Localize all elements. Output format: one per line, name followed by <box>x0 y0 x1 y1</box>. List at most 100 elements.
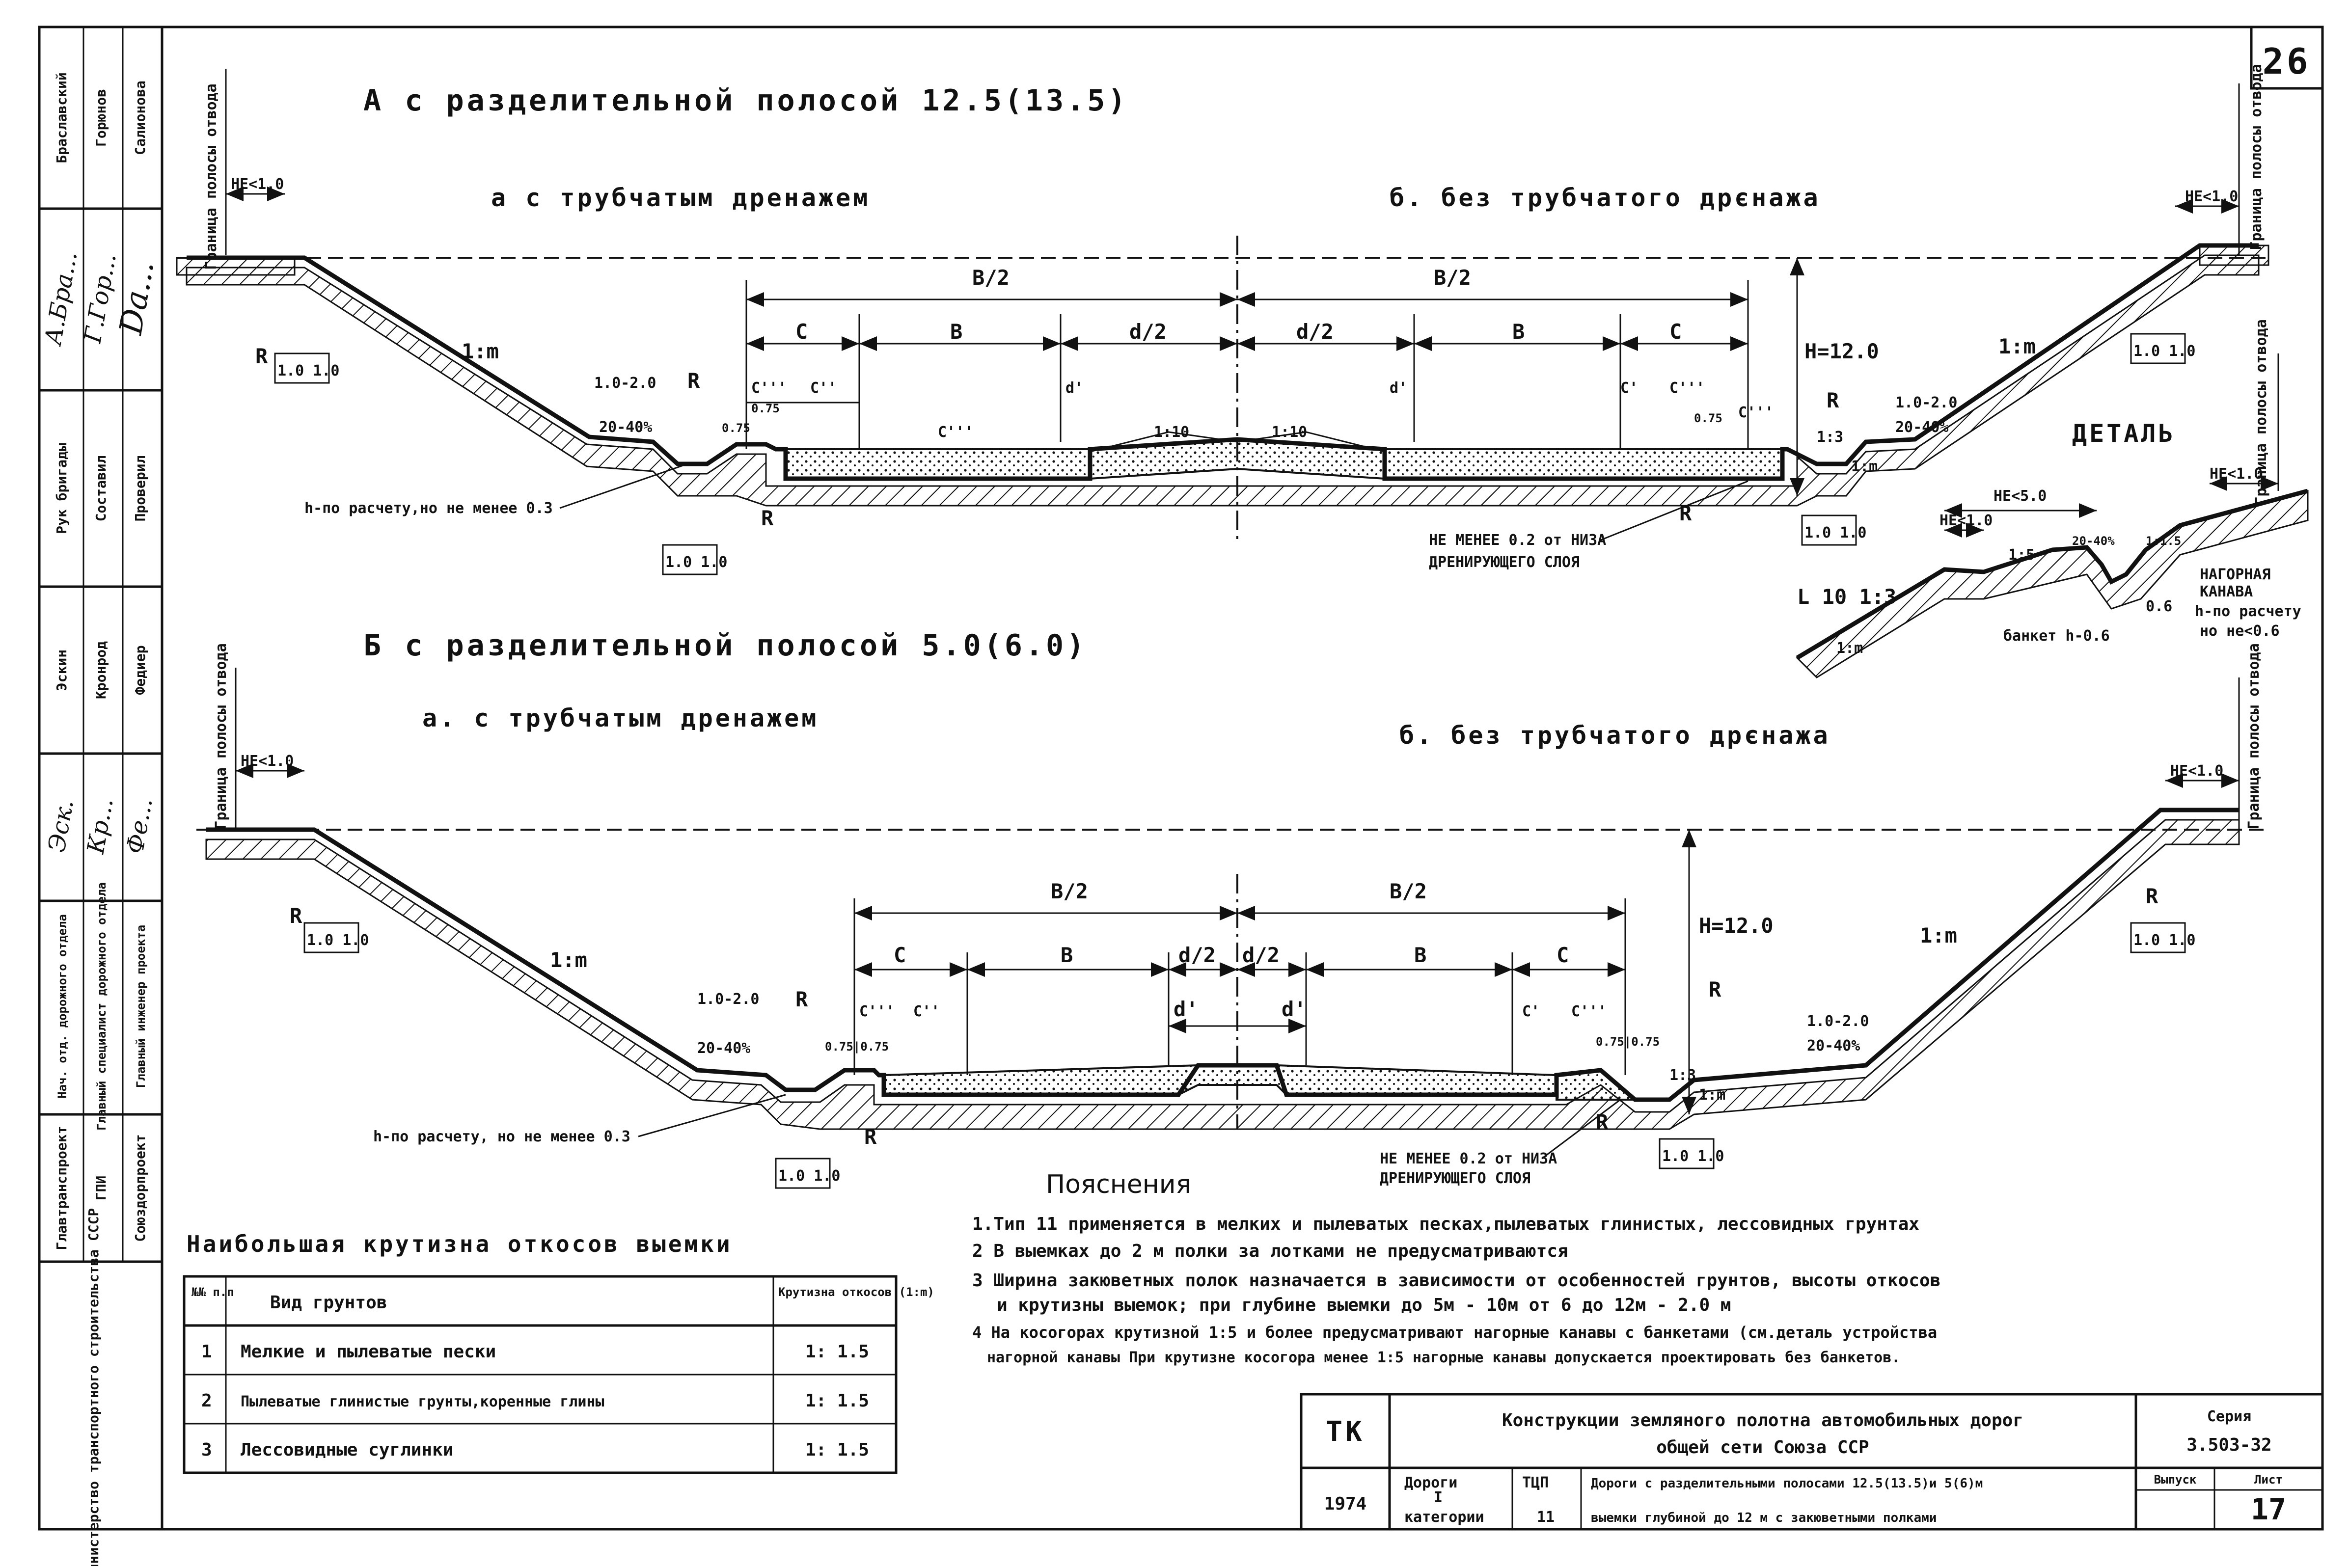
b-boundary-left: Граница полосы отвода <box>213 643 230 829</box>
b-r-top-right: R <box>2146 884 2158 908</box>
detail-im: 1:m <box>1836 640 1863 657</box>
a-pct-right: 20-40% <box>1895 419 1948 436</box>
b-r-bottom: R <box>864 1125 877 1149</box>
b-sub-c3-left: С''' <box>859 1003 895 1020</box>
a-road-slope-left: 1:10 <box>1154 424 1189 441</box>
a-pct-left: 20-40% <box>599 419 652 436</box>
a-r-bottom-right: R <box>1679 501 1692 525</box>
tb-sheet-label: Лист <box>2254 1473 2283 1487</box>
stamp-org-3: Союздорпроект <box>132 1134 148 1242</box>
tb-title-2: общей сети Союза ССР <box>1656 1437 1869 1458</box>
b-half-left: В/2 <box>1051 879 1088 903</box>
stamp-mid-3: Федиер <box>132 645 148 695</box>
a-im: 1:m <box>1851 458 1878 475</box>
slope-row-2-soil: Пылеватые глинистые грунты,коренные глин… <box>241 1393 604 1410</box>
tb-title-1: Конструкции земляного полотна автомобиль… <box>1502 1410 2023 1431</box>
stamp-mid-2: Кронрод <box>93 641 109 699</box>
detail-boundary: Граница полосы отвода <box>2253 319 2270 505</box>
stamp-name-2: Горюнов <box>93 89 109 147</box>
a-ground-hatch <box>186 254 2260 507</box>
tb-desc-1: Дороги с разделительными полосами 12.5(1… <box>1591 1476 1983 1491</box>
b-ne-right: НЕ<1.0 <box>2170 762 2223 780</box>
b-r-right: R <box>1709 977 1721 1001</box>
a-sub-c3-right: С''' <box>1669 379 1705 397</box>
b-sub-d-right: d' <box>1282 997 1307 1021</box>
b-sq-bottom-left: 1.0 1.0 <box>778 1167 840 1185</box>
slope-table-header-n: №№ п.п <box>191 1285 234 1299</box>
stamp-pos-3: Главный инженер проекта <box>134 925 148 1088</box>
tb-series-label: Серия <box>2207 1408 2251 1425</box>
b-shelf-right: 1.0-2.0 <box>1807 1013 1869 1030</box>
a-small-dim-2: 0.75 <box>751 402 780 415</box>
slope-table: Наибольшая крутизна откосов выемки №№ п.… <box>183 1231 934 1474</box>
a-ne-right: НЕ<1.0 <box>2185 188 2238 205</box>
a-ne-left: НЕ<1.0 <box>231 176 284 193</box>
a-road-slope-right: 1:10 <box>1272 424 1307 441</box>
signature-1: А.Бра... <box>39 249 82 349</box>
section-b: Б с разделительной полосой 5.0(6.0) а. с… <box>196 628 2268 1189</box>
stamp-pos-2: Главный специалист дорожного отдела <box>95 882 109 1131</box>
b-sub-c2-left: С'' <box>913 1003 940 1020</box>
side-stamp: Браславский Горюнов Салионова А.Бра... Г… <box>39 27 162 1568</box>
detail-ne2: НЕ<1.0 <box>1939 512 1993 529</box>
b-small-dim-2: 0.75|0.75 <box>1596 1035 1660 1049</box>
tb-year: 1974 <box>1324 1494 1367 1514</box>
title-block: ТК 1974 Конструкции земляного полотна ав… <box>1300 1393 2324 1531</box>
b-dim-c-left: С <box>894 943 906 967</box>
a-sub-d-right: d' <box>1390 379 1407 397</box>
a-r-top-left: R <box>255 344 268 368</box>
stamp-role-1: Рук бригады <box>54 443 70 534</box>
a-sq-left: 1.0 1.0 <box>277 362 339 379</box>
a-min-h-note: h-по расчету,но не менее 0.3 <box>304 500 553 517</box>
slope-row-2-value: 1: 1.5 <box>805 1391 869 1411</box>
a-sub-dim-c3r: С''' <box>1738 404 1774 421</box>
a-depth: Н=12.0 <box>1804 339 1879 363</box>
b-side-slope: 1:3 <box>1669 1067 1696 1084</box>
a-sq-bottom-left: 1.0 1.0 <box>665 554 727 571</box>
tb-road-label: Дороги <box>1404 1474 1457 1491</box>
stamp-name-3: Салионова <box>132 81 148 155</box>
a-slope-left: 1:m <box>462 339 499 363</box>
b-im: 1:m <box>1699 1086 1725 1104</box>
tb-road-cat: I <box>1434 1489 1443 1506</box>
b-sq-bottom-right: 1.0 1.0 <box>1662 1148 1724 1165</box>
a-sub-c3-left: С''' <box>751 379 787 397</box>
a-dim-c-left: С <box>795 320 808 344</box>
section-b-title: Б с разделительной полосой 5.0(6.0) <box>363 628 1087 663</box>
b-sq-right: 1.0 1.0 <box>2133 932 2195 949</box>
a-drain-note: НЕ МЕНЕЕ 0.2 от НИЗА <box>1429 532 1606 549</box>
a-dim-d2-left: d/2 <box>1129 320 1167 344</box>
slope-row-3-soil: Лессовидные суглинки <box>241 1440 453 1460</box>
tb-issue-label: Выпуск <box>2154 1473 2197 1487</box>
section-a-title: А с разделительной полосой 12.5(13.5) <box>363 83 1129 118</box>
b-shelf-left: 1.0-2.0 <box>697 991 759 1008</box>
sheet-number: 26 <box>2263 41 2311 82</box>
a-sub-dim-c3: С''' <box>938 424 973 441</box>
b-depth: Н=12.0 <box>1699 914 1774 938</box>
tb-tk: ТК <box>1326 1416 1365 1448</box>
a-sub-d-left: d' <box>1065 379 1083 397</box>
slope-row-3-value: 1: 1.5 <box>805 1440 869 1460</box>
slope-table-header-value: Крутизна откосов (1:m) <box>778 1285 934 1299</box>
slope-table-heading: Наибольшая крутизна откосов выемки <box>187 1231 733 1257</box>
detail-h-note-2: но не<0.6 <box>2200 622 2280 640</box>
slope-row-3-n: 3 <box>201 1440 212 1460</box>
sheet-frame <box>38 26 2324 1531</box>
b-cut-profile <box>206 808 2239 1102</box>
b-slope-right: 1:m <box>1920 923 1957 947</box>
b-pct-left: 20-40% <box>697 1040 750 1057</box>
a-small-dim-1: 0.75 <box>722 421 750 435</box>
detail-ditch-2: КАНАВА <box>2200 583 2253 600</box>
slope-table-header-soil: Вид грунтов <box>270 1293 387 1313</box>
a-dim-c-right: С <box>1669 320 1682 344</box>
detail-title: ДЕТАЛЬ <box>2072 419 2176 448</box>
a-boundary-right: Граница полосы отвода <box>2248 64 2265 250</box>
a-shelf-right: 1.0-2.0 <box>1895 394 1957 411</box>
b-sub-c1-right: С' <box>1522 1003 1540 1020</box>
b-small-dim-1: 0.75|0.75 <box>825 1040 889 1054</box>
detail-ne3: НЕ<1.0 <box>2210 465 2263 483</box>
slope-row-2-n: 2 <box>201 1391 212 1411</box>
section-b-left-label: а. с трубчатым дренажем <box>422 704 819 732</box>
b-dim-c-right: С <box>1557 943 1569 967</box>
stamp-mid-1: Эскин <box>54 649 70 691</box>
